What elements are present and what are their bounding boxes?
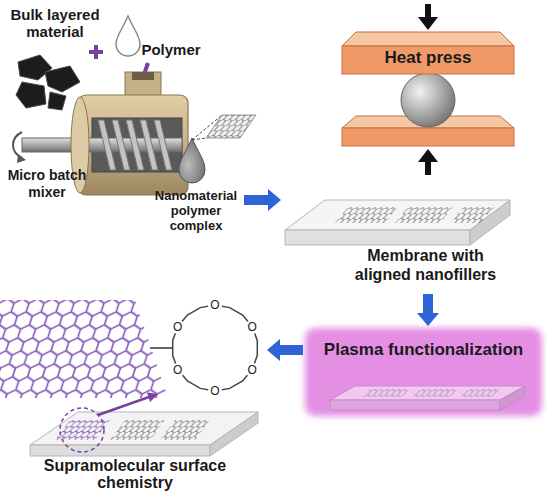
complex-droplet xyxy=(179,115,256,183)
micro-batch-mixer xyxy=(13,132,22,158)
plasma-box: Plasma functionalization xyxy=(305,328,542,416)
complex-droplet xyxy=(206,115,256,138)
material-label: Polymer xyxy=(140,41,202,58)
plasma-glow xyxy=(500,386,525,410)
node-label: Nanomaterial polymer complex xyxy=(150,188,242,233)
supramolecular-slab xyxy=(160,420,210,440)
plasma-glow xyxy=(305,328,542,416)
flow-arrow xyxy=(244,189,281,211)
bulk-flakes xyxy=(45,66,80,92)
lattice-sheet xyxy=(0,300,172,398)
polymer-drop xyxy=(116,16,140,56)
node-label: Micro batch mixer xyxy=(3,167,91,201)
supramolecular-slab xyxy=(30,445,210,456)
bulk-flakes xyxy=(16,55,80,110)
membrane-slab xyxy=(395,207,453,223)
supramolecular-slab xyxy=(55,420,110,440)
supramolecular-slab xyxy=(110,420,165,440)
supramolecular-slab xyxy=(147,393,158,402)
membrane-slab xyxy=(285,200,510,245)
press-plates xyxy=(342,128,514,146)
plasma-glow xyxy=(362,389,410,397)
bulk-flakes xyxy=(16,82,46,108)
plus-sign xyxy=(94,45,98,59)
atom-label: O xyxy=(208,384,222,398)
heat-press-node: Heat press xyxy=(340,30,516,148)
lattice-sheet xyxy=(150,347,172,349)
node-label: Supramolecular surface chemistry xyxy=(35,457,235,491)
flow-arrow xyxy=(417,294,439,326)
press-plates xyxy=(342,32,514,46)
atom-label: O xyxy=(245,363,259,377)
complex-droplet xyxy=(206,115,256,138)
plasma-glow xyxy=(460,389,500,397)
micro-batch-mixer xyxy=(22,138,182,152)
micro-batch-mixer xyxy=(132,72,154,80)
node-label: Membrane with aligned nanofillers xyxy=(343,246,508,284)
lattice-sheet xyxy=(0,300,168,398)
atom-label: O xyxy=(208,298,222,312)
polymer-drop xyxy=(116,16,140,56)
material-label: Bulk layered material xyxy=(5,6,105,40)
crown-ether xyxy=(173,305,258,391)
crown-ether-ring xyxy=(173,305,258,391)
press-arrows xyxy=(418,149,438,162)
press-arrows xyxy=(425,4,431,18)
micro-batch-mixer xyxy=(17,154,26,163)
flow-arrow xyxy=(267,339,303,361)
micro-batch-mixer xyxy=(154,120,172,170)
plasma-glow xyxy=(412,389,458,397)
press-arrows xyxy=(425,161,431,175)
membrane-slab xyxy=(335,207,398,223)
atom-label: O xyxy=(245,320,259,334)
atom-label: O xyxy=(171,320,185,334)
complex-droplet xyxy=(179,138,205,183)
plasma-glow xyxy=(330,400,500,410)
press-arrows xyxy=(418,17,438,30)
membrane-node: Membrane with aligned nanofillers xyxy=(283,188,515,292)
membrane-slab xyxy=(285,230,470,245)
supramolecular-node: Supramolecular surface chemistry xyxy=(0,295,265,493)
atom-label: O xyxy=(171,363,185,377)
membrane-slab xyxy=(450,207,495,223)
plasma-glow xyxy=(330,386,525,400)
node-label: Plasma functionalization xyxy=(305,340,542,360)
node-label: Heat press xyxy=(340,48,516,68)
supramolecular-slab xyxy=(210,412,258,456)
press-plates xyxy=(401,73,455,127)
supramolecular-slab xyxy=(60,408,104,452)
supramolecular-slab xyxy=(30,393,258,456)
bulk-flakes xyxy=(48,92,66,110)
plasma-glow xyxy=(305,328,542,416)
plus-sign xyxy=(89,45,103,59)
supramolecular-slab xyxy=(98,397,149,415)
complex-droplet-node: Nanomaterial polymer complex xyxy=(150,138,242,238)
